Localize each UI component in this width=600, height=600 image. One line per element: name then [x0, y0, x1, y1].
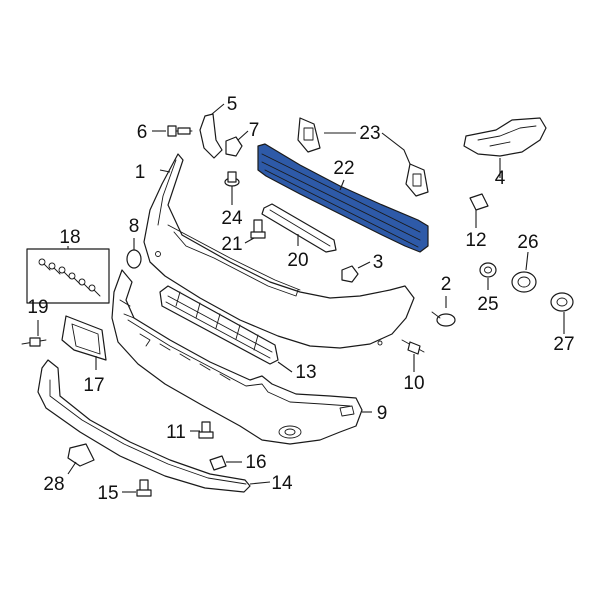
callout-1: 1: [135, 162, 146, 183]
callout-22: 22: [333, 158, 354, 179]
nut: [341, 265, 359, 283]
push-fastener: [431, 311, 456, 327]
callout-2: 2: [441, 274, 452, 295]
callout-7: 7: [249, 120, 260, 141]
stud-19: [21, 337, 47, 347]
callout-19: 19: [27, 297, 48, 318]
license-plate-bracket: [61, 315, 107, 361]
callout-18: 18: [59, 227, 80, 248]
callout-labels: 1 2 3 4 5 6 7 8 9 10 11 12 13 14 15 16 1…: [27, 94, 574, 504]
clip: [225, 136, 243, 157]
impact-bar-highlighted[interactable]: [257, 143, 429, 253]
push-pin: [224, 171, 240, 187]
callout-27: 27: [553, 334, 574, 355]
callout-13: 13: [295, 362, 316, 383]
callout-24: 24: [221, 208, 243, 229]
callout-28: 28: [43, 474, 64, 495]
support-bracket: [199, 113, 223, 159]
callout-10: 10: [403, 373, 424, 394]
callout-3: 3: [373, 252, 384, 273]
bolt-11: [198, 421, 214, 439]
lower-valance: [37, 359, 251, 493]
clip-16: [209, 455, 227, 471]
parking-sensor: [479, 262, 497, 278]
callout-17: 17: [83, 375, 104, 396]
callout-20: 20: [287, 250, 308, 271]
callout-6: 6: [137, 122, 148, 143]
energy-absorber: [261, 203, 337, 253]
grille-insert: [159, 285, 279, 365]
stud: [401, 339, 425, 355]
callout-14: 14: [271, 473, 293, 494]
callout-9: 9: [377, 403, 388, 424]
leader-lines: [37, 103, 565, 493]
bolt-21: [250, 219, 266, 239]
lower-bracket: [67, 443, 95, 467]
bolt: [167, 125, 193, 137]
callout-5: 5: [227, 94, 238, 115]
side-bracket: [463, 117, 547, 157]
grommet: [126, 249, 142, 269]
callout-8: 8: [129, 216, 140, 237]
callout-16: 16: [245, 452, 266, 473]
callout-26: 26: [517, 232, 538, 253]
lower-bumper-cover: [111, 269, 363, 445]
retainer-clip: [469, 193, 489, 211]
sensor-holder: [511, 271, 537, 293]
callout-21: 21: [221, 234, 242, 255]
upper-bumper-cover: [143, 153, 415, 349]
mounting-bracket-right: [405, 163, 429, 197]
bolt-15: [136, 479, 152, 497]
callout-25: 25: [477, 294, 498, 315]
callout-12: 12: [465, 230, 486, 251]
callout-15: 15: [97, 483, 118, 504]
callout-11: 11: [166, 422, 186, 443]
sensor-bezel: [550, 292, 574, 312]
fastener-kit-box: [26, 248, 110, 304]
mounting-bracket-left: [297, 117, 321, 153]
callout-4: 4: [495, 168, 506, 189]
callout-23: 23: [359, 123, 380, 144]
